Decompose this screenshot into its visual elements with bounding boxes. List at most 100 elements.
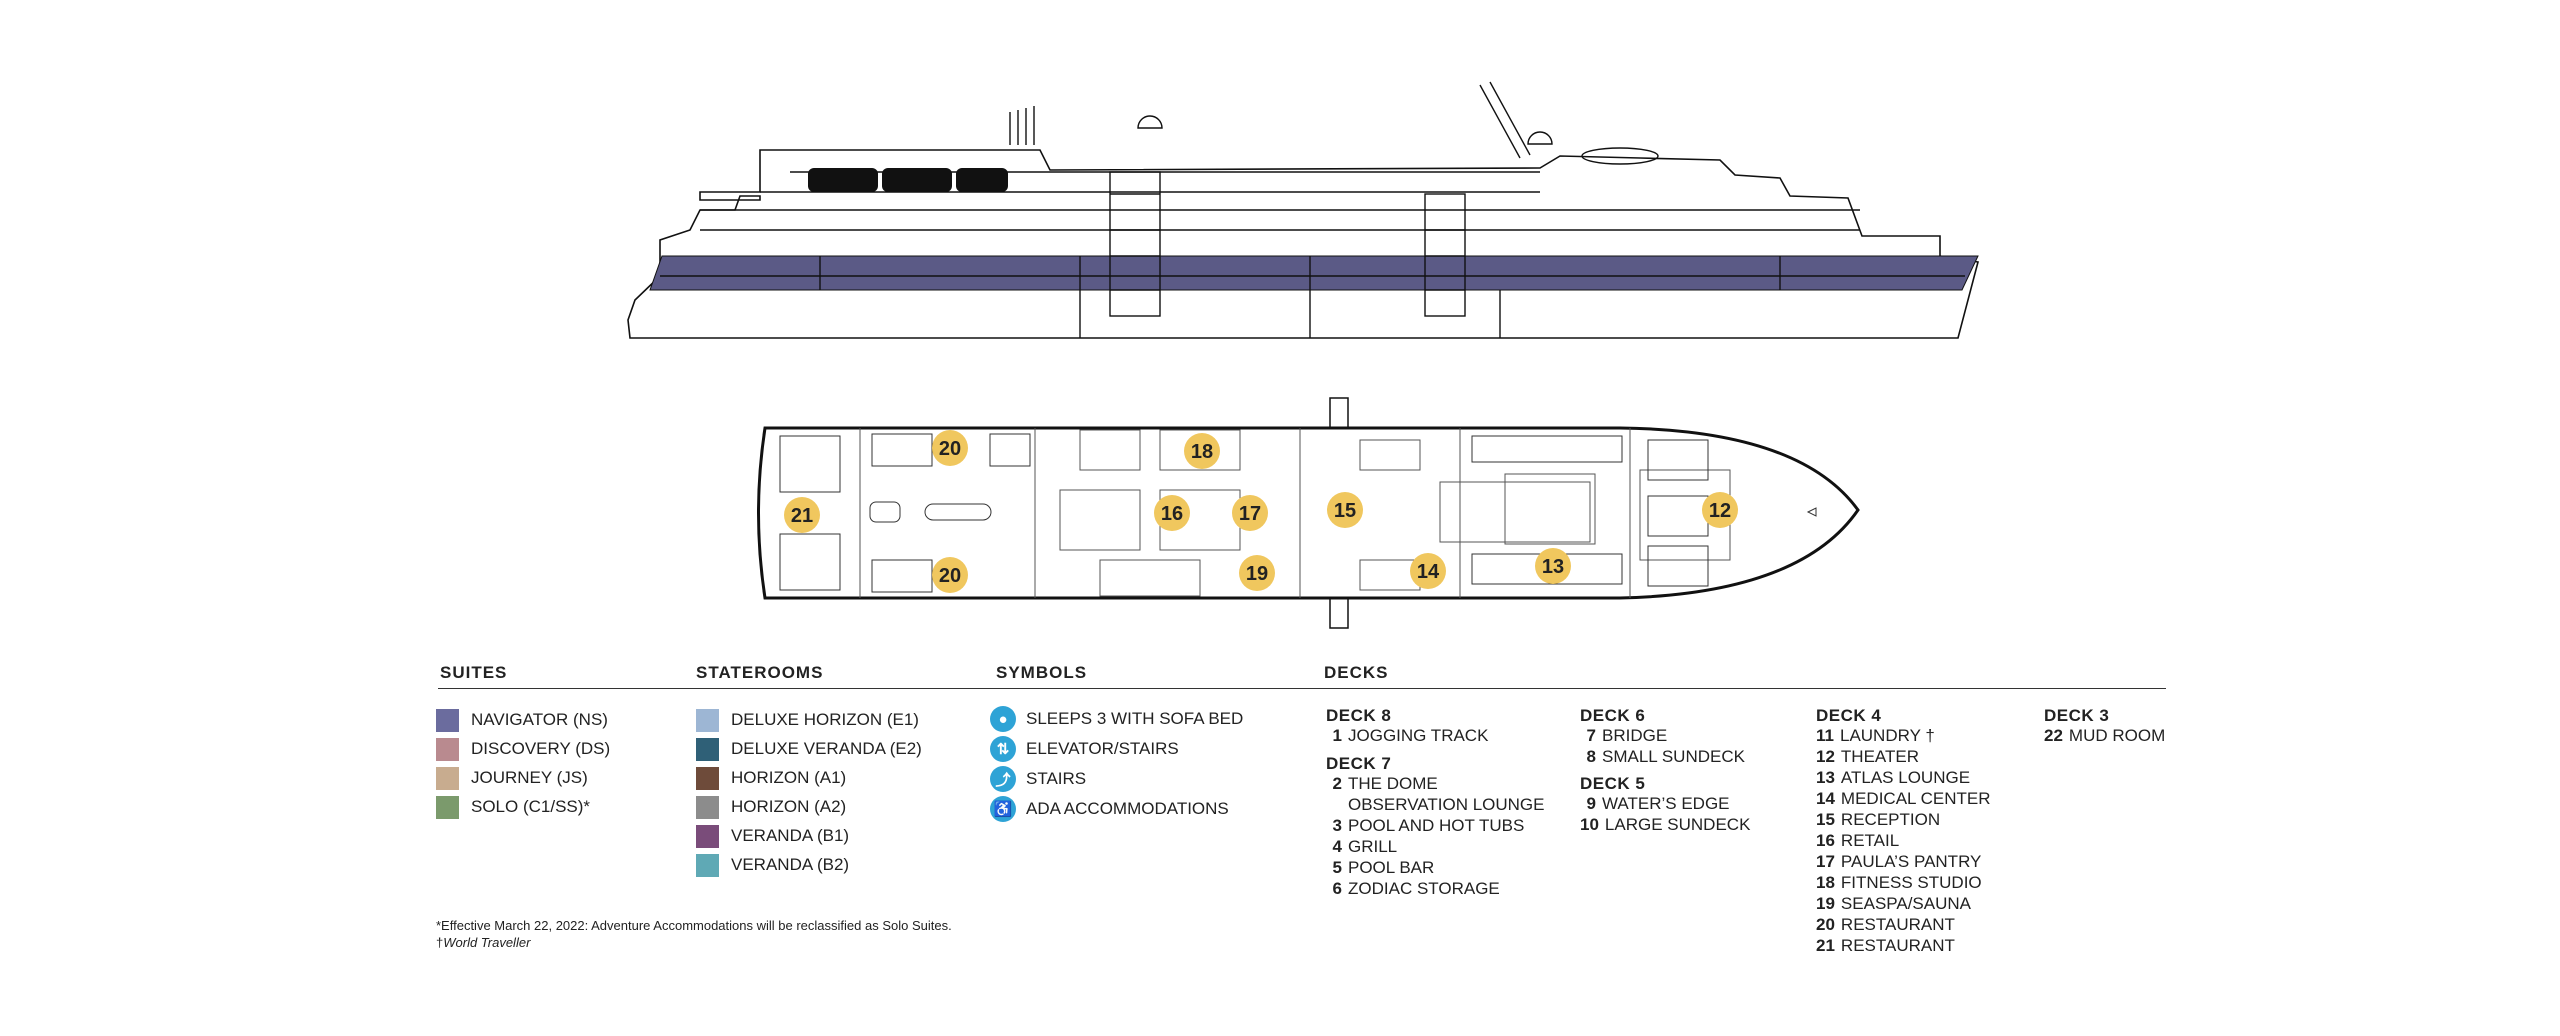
deck4-item: 12 THEATER: [1816, 746, 1919, 767]
deck-item-label: BRIDGE: [1602, 726, 1668, 745]
deck-item-number: 10: [1580, 815, 1599, 834]
marker-label: 18: [1191, 441, 1213, 463]
deck-item-number: 15: [1816, 810, 1835, 829]
marker-circle: [1184, 433, 1220, 469]
deck-item-number: 20: [1816, 915, 1835, 934]
deck-item-label: POOL AND HOT TUBS: [1348, 816, 1525, 835]
deck-item-number: 12: [1816, 747, 1835, 766]
symbols-label: STAIRS: [1026, 769, 1087, 788]
deck-item-label: RESTAURANT: [1840, 915, 1955, 934]
deck3-title: DECK 3: [2044, 706, 2110, 725]
lifeboats: [808, 168, 1008, 192]
staterooms-swatch: [696, 708, 719, 732]
suites-title: SUITES: [440, 663, 508, 682]
marker-circle: [932, 557, 968, 593]
staterooms-label: VERANDA (B2): [731, 855, 850, 874]
deck-item-number: 7: [1586, 726, 1596, 745]
deck-item-label: ZODIAC STORAGE: [1348, 879, 1500, 898]
deck-item-label: THEATER: [1840, 747, 1919, 766]
symbols-label: ELEVATOR/STAIRS: [1026, 739, 1179, 758]
marker-circle: [1410, 553, 1446, 589]
marker-label: 20: [939, 565, 961, 587]
staterooms-label: DELUXE VERANDA (E2): [731, 739, 922, 758]
staterooms-swatch: [696, 737, 719, 761]
deck-item-number: 1: [1332, 726, 1342, 745]
ship-profile: [627, 149, 1979, 339]
marker-circle: [1327, 492, 1363, 528]
suites-swatch: [436, 766, 459, 790]
marker-label: 16: [1161, 503, 1183, 525]
symbols-item: ⤴STAIRS: [990, 766, 1087, 792]
wheelchair-icon: ♿: [990, 796, 1016, 822]
deck-item-label: WATER’S EDGE: [1602, 794, 1730, 813]
staterooms-label: VERANDA (B1): [731, 826, 850, 845]
suites-item: DISCOVERY (DS): [436, 737, 610, 761]
suites-label: SOLO (C1/SS)*: [471, 797, 591, 816]
deck-item-label: RESTAURANT: [1840, 936, 1955, 955]
staterooms-label: HORIZON (A1): [731, 768, 847, 787]
deck-item-number: 22: [2044, 726, 2063, 745]
ship-profile-lines: [660, 81, 1965, 338]
deck-item-label: JOGGING TRACK: [1348, 726, 1489, 745]
deck7-title: DECK 7: [1326, 754, 1392, 773]
deck-item-label: RECEPTION: [1840, 810, 1941, 829]
suites-label: NAVIGATOR (NS): [471, 710, 608, 729]
staterooms-item: HORIZON (A2): [696, 795, 846, 819]
suites-label: JOURNEY (JS): [471, 768, 588, 787]
marker-label: 15: [1334, 500, 1356, 522]
deck-item-number: 16: [1816, 831, 1835, 850]
legend-divider: [438, 688, 2166, 689]
staterooms-swatch: [696, 824, 719, 848]
symbols-label: ADA ACCOMMODATIONS: [1026, 799, 1229, 818]
footnote-solo: *Effective March 22, 2022: Adventure Acc…: [436, 918, 952, 933]
deck5-item: 10 LARGE SUNDECK: [1580, 814, 1750, 835]
deck-item-label: FITNESS STUDIO: [1840, 873, 1982, 892]
deck-item-label: SMALL SUNDECK: [1602, 747, 1745, 766]
deck-item-number: 5: [1332, 858, 1342, 877]
marker-label: 19: [1246, 563, 1268, 585]
deck7-item: OBSERVATION LOUNGE: [1326, 794, 1545, 815]
deck-item-label: SEASPA/SAUNA: [1840, 894, 1971, 913]
symbols-label: SLEEPS 3 WITH SOFA BED: [1026, 709, 1244, 728]
suites-item: JOURNEY (JS): [436, 766, 588, 790]
deck-item-number: 9: [1586, 794, 1596, 813]
staterooms-item: VERANDA (B1): [696, 824, 850, 848]
deck7-item: 4 GRILL: [1326, 836, 1398, 857]
marker-label: 17: [1239, 503, 1261, 525]
deck8-title: DECK 8: [1326, 706, 1392, 725]
suites-swatch: [436, 708, 459, 732]
hull-stripe: [649, 255, 1979, 291]
deck-item-number: 4: [1332, 837, 1342, 856]
deck-item-label: GRILL: [1348, 837, 1398, 856]
deck-item-number: 3: [1332, 816, 1342, 835]
staterooms-swatch: [696, 795, 719, 819]
decks-title: DECKS: [1324, 663, 1389, 682]
deck-item-label: LARGE SUNDECK: [1604, 815, 1751, 834]
footnote-world-traveller: †World Traveller: [436, 935, 530, 950]
marker-label: 13: [1542, 556, 1564, 578]
elevator-icon: ⇅: [990, 736, 1016, 762]
suites-item: SOLO (C1/SS)*: [436, 795, 591, 819]
staterooms-item: DELUXE VERANDA (E2): [696, 737, 922, 761]
deck-item-label: PAULA’S PANTRY: [1840, 852, 1982, 871]
staterooms-label: DELUXE HORIZON (E1): [731, 710, 919, 729]
symbols-item: ● SLEEPS 3 WITH SOFA BED: [990, 706, 1244, 732]
staterooms-item: HORIZON (A1): [696, 766, 847, 790]
deck-item-number: 2: [1332, 774, 1342, 793]
symbols-item: ♿ ADA ACCOMMODATIONS: [990, 796, 1229, 822]
deck5-item: 9 WATER’S EDGE: [1580, 793, 1730, 814]
sofa-bed-icon: ●: [990, 706, 1016, 732]
